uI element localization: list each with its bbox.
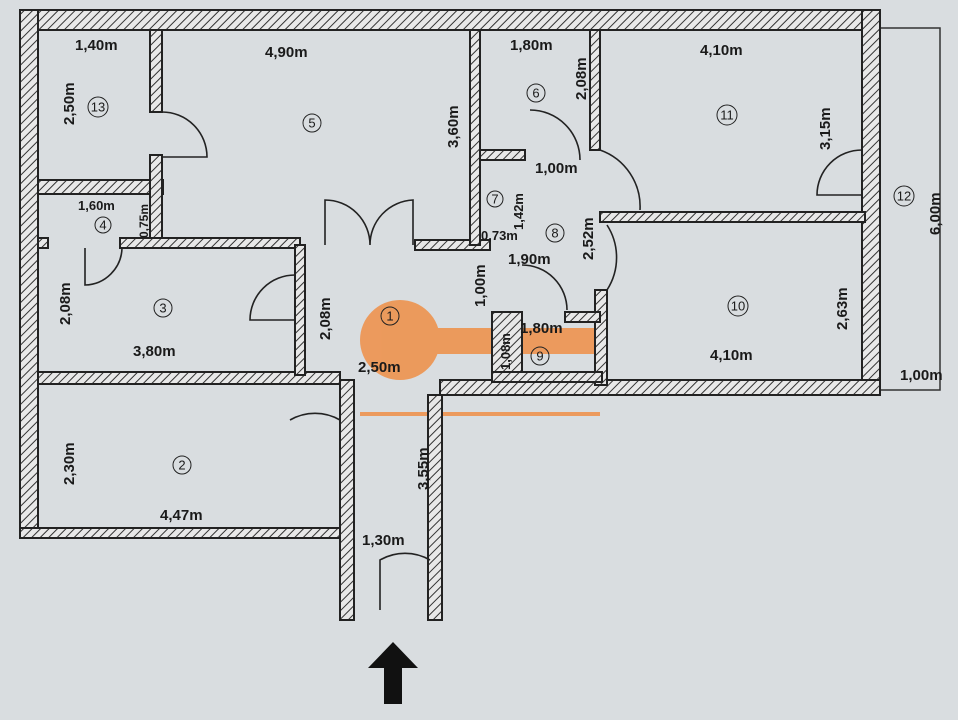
svg-text:1,60m: 1,60m — [78, 198, 115, 213]
svg-text:4,10m: 4,10m — [700, 42, 743, 59]
room-number-1: 1 — [380, 306, 400, 326]
room-number-8: 8 — [545, 223, 565, 243]
svg-text:1,40m: 1,40m — [75, 37, 118, 54]
svg-text:2,63m: 2,63m — [834, 287, 851, 330]
svg-text:10: 10 — [731, 299, 745, 314]
svg-text:1,30m: 1,30m — [362, 532, 405, 549]
svg-text:4,47m: 4,47m — [160, 507, 203, 524]
room-number-11: 11 — [716, 104, 738, 126]
svg-text:1: 1 — [386, 309, 393, 324]
svg-text:4,90m: 4,90m — [265, 44, 308, 61]
svg-text:0,73m: 0,73m — [481, 228, 518, 243]
svg-text:4: 4 — [99, 218, 106, 233]
svg-text:3: 3 — [159, 301, 166, 316]
svg-text:1,00m: 1,00m — [535, 160, 578, 177]
svg-text:1,80m: 1,80m — [520, 320, 563, 337]
svg-text:2,08m: 2,08m — [317, 297, 334, 340]
svg-text:5: 5 — [308, 116, 315, 131]
svg-text:2,08m: 2,08m — [573, 57, 590, 100]
svg-text:2,08m: 2,08m — [57, 282, 74, 325]
room-number-10: 10 — [727, 295, 749, 317]
svg-text:7: 7 — [491, 192, 498, 207]
dimension-labels: 2,50m 2,08m 1,00m 4,47m 2,30m 3,80m 2,08… — [57, 37, 944, 549]
room-number-4: 4 — [94, 216, 112, 234]
room-number-13: 13 — [87, 96, 109, 118]
room-number-6: 6 — [526, 83, 546, 103]
room-number-7: 7 — [486, 190, 504, 208]
doors — [84, 109, 863, 610]
svg-text:12: 12 — [897, 189, 911, 204]
room-number-9: 9 — [530, 346, 550, 366]
svg-text:1,42m: 1,42m — [511, 193, 526, 230]
svg-text:2,50m: 2,50m — [358, 359, 401, 376]
svg-text:8: 8 — [551, 226, 558, 241]
svg-text:11: 11 — [720, 108, 734, 123]
svg-text:3,60m: 3,60m — [445, 105, 462, 148]
room-number-2: 2 — [172, 455, 192, 475]
svg-text:6: 6 — [532, 86, 539, 101]
svg-text:1,08m: 1,08m — [498, 333, 513, 370]
entrance-arrow-icon — [368, 642, 418, 704]
svg-text:2,50m: 2,50m — [61, 82, 78, 125]
svg-text:4,10m: 4,10m — [710, 347, 753, 364]
svg-text:1,90m: 1,90m — [508, 251, 551, 268]
svg-text:13: 13 — [91, 100, 105, 115]
svg-text:0,75m: 0,75m — [137, 204, 151, 238]
svg-text:9: 9 — [536, 349, 543, 364]
room-number-3: 3 — [153, 298, 173, 318]
svg-text:3,55m: 3,55m — [415, 447, 432, 490]
room-numbers: 1 2 3 4 5 6 7 8 9 10 11 12 13 — [87, 83, 915, 475]
svg-text:1,00m: 1,00m — [900, 367, 943, 384]
room-number-12: 12 — [893, 185, 915, 207]
svg-text:3,15m: 3,15m — [817, 107, 834, 150]
svg-text:1,00m: 1,00m — [472, 264, 489, 307]
svg-text:3,80m: 3,80m — [133, 343, 176, 360]
svg-text:2,30m: 2,30m — [61, 442, 78, 485]
room-number-5: 5 — [302, 113, 322, 133]
svg-text:2,52m: 2,52m — [580, 217, 597, 260]
svg-text:6,00m: 6,00m — [927, 192, 944, 235]
svg-text:1,80m: 1,80m — [510, 37, 553, 54]
svg-text:2: 2 — [178, 458, 185, 473]
walls — [19, 9, 881, 621]
